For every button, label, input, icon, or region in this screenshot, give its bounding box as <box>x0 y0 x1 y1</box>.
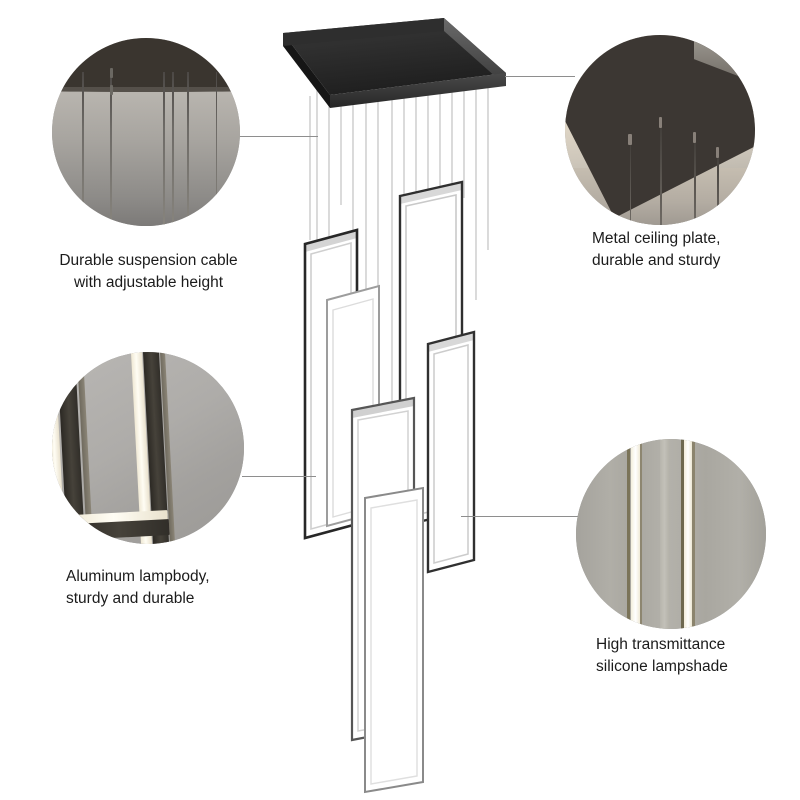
caption-aluminum-lampbody: Aluminum lampbody, sturdy and durable <box>66 568 210 608</box>
ceiling-plate <box>283 18 506 108</box>
detail-photo-silicone-lampshade <box>576 439 766 629</box>
detail-photo-suspension-cable <box>52 38 240 226</box>
light-rings <box>303 180 476 794</box>
detail-photo-aluminum-lampbody <box>52 352 244 544</box>
light-ring-1 <box>303 228 359 540</box>
caption-silicone-lampshade: High transmittance silicone lampshade <box>596 636 728 676</box>
light-ring-6 <box>364 486 424 794</box>
light-ring-3 <box>398 180 464 528</box>
leader-line-aluminum-lampbody <box>242 476 316 477</box>
caption-suspension-cable: Durable suspension cable with adjustable… <box>59 252 238 292</box>
detail-photo-ceiling-plate <box>565 35 755 225</box>
leader-line-suspension-cable <box>238 136 318 137</box>
light-ring-2 <box>326 284 380 528</box>
light-ring-4 <box>426 330 476 574</box>
caption-ceiling-plate: Metal ceiling plate, durable and sturdy <box>592 230 721 270</box>
leader-line-ceiling-plate <box>505 76 575 77</box>
light-ring-5 <box>350 396 416 742</box>
suspension-cables <box>309 58 489 500</box>
leader-line-silicone-lampshade <box>461 516 584 517</box>
